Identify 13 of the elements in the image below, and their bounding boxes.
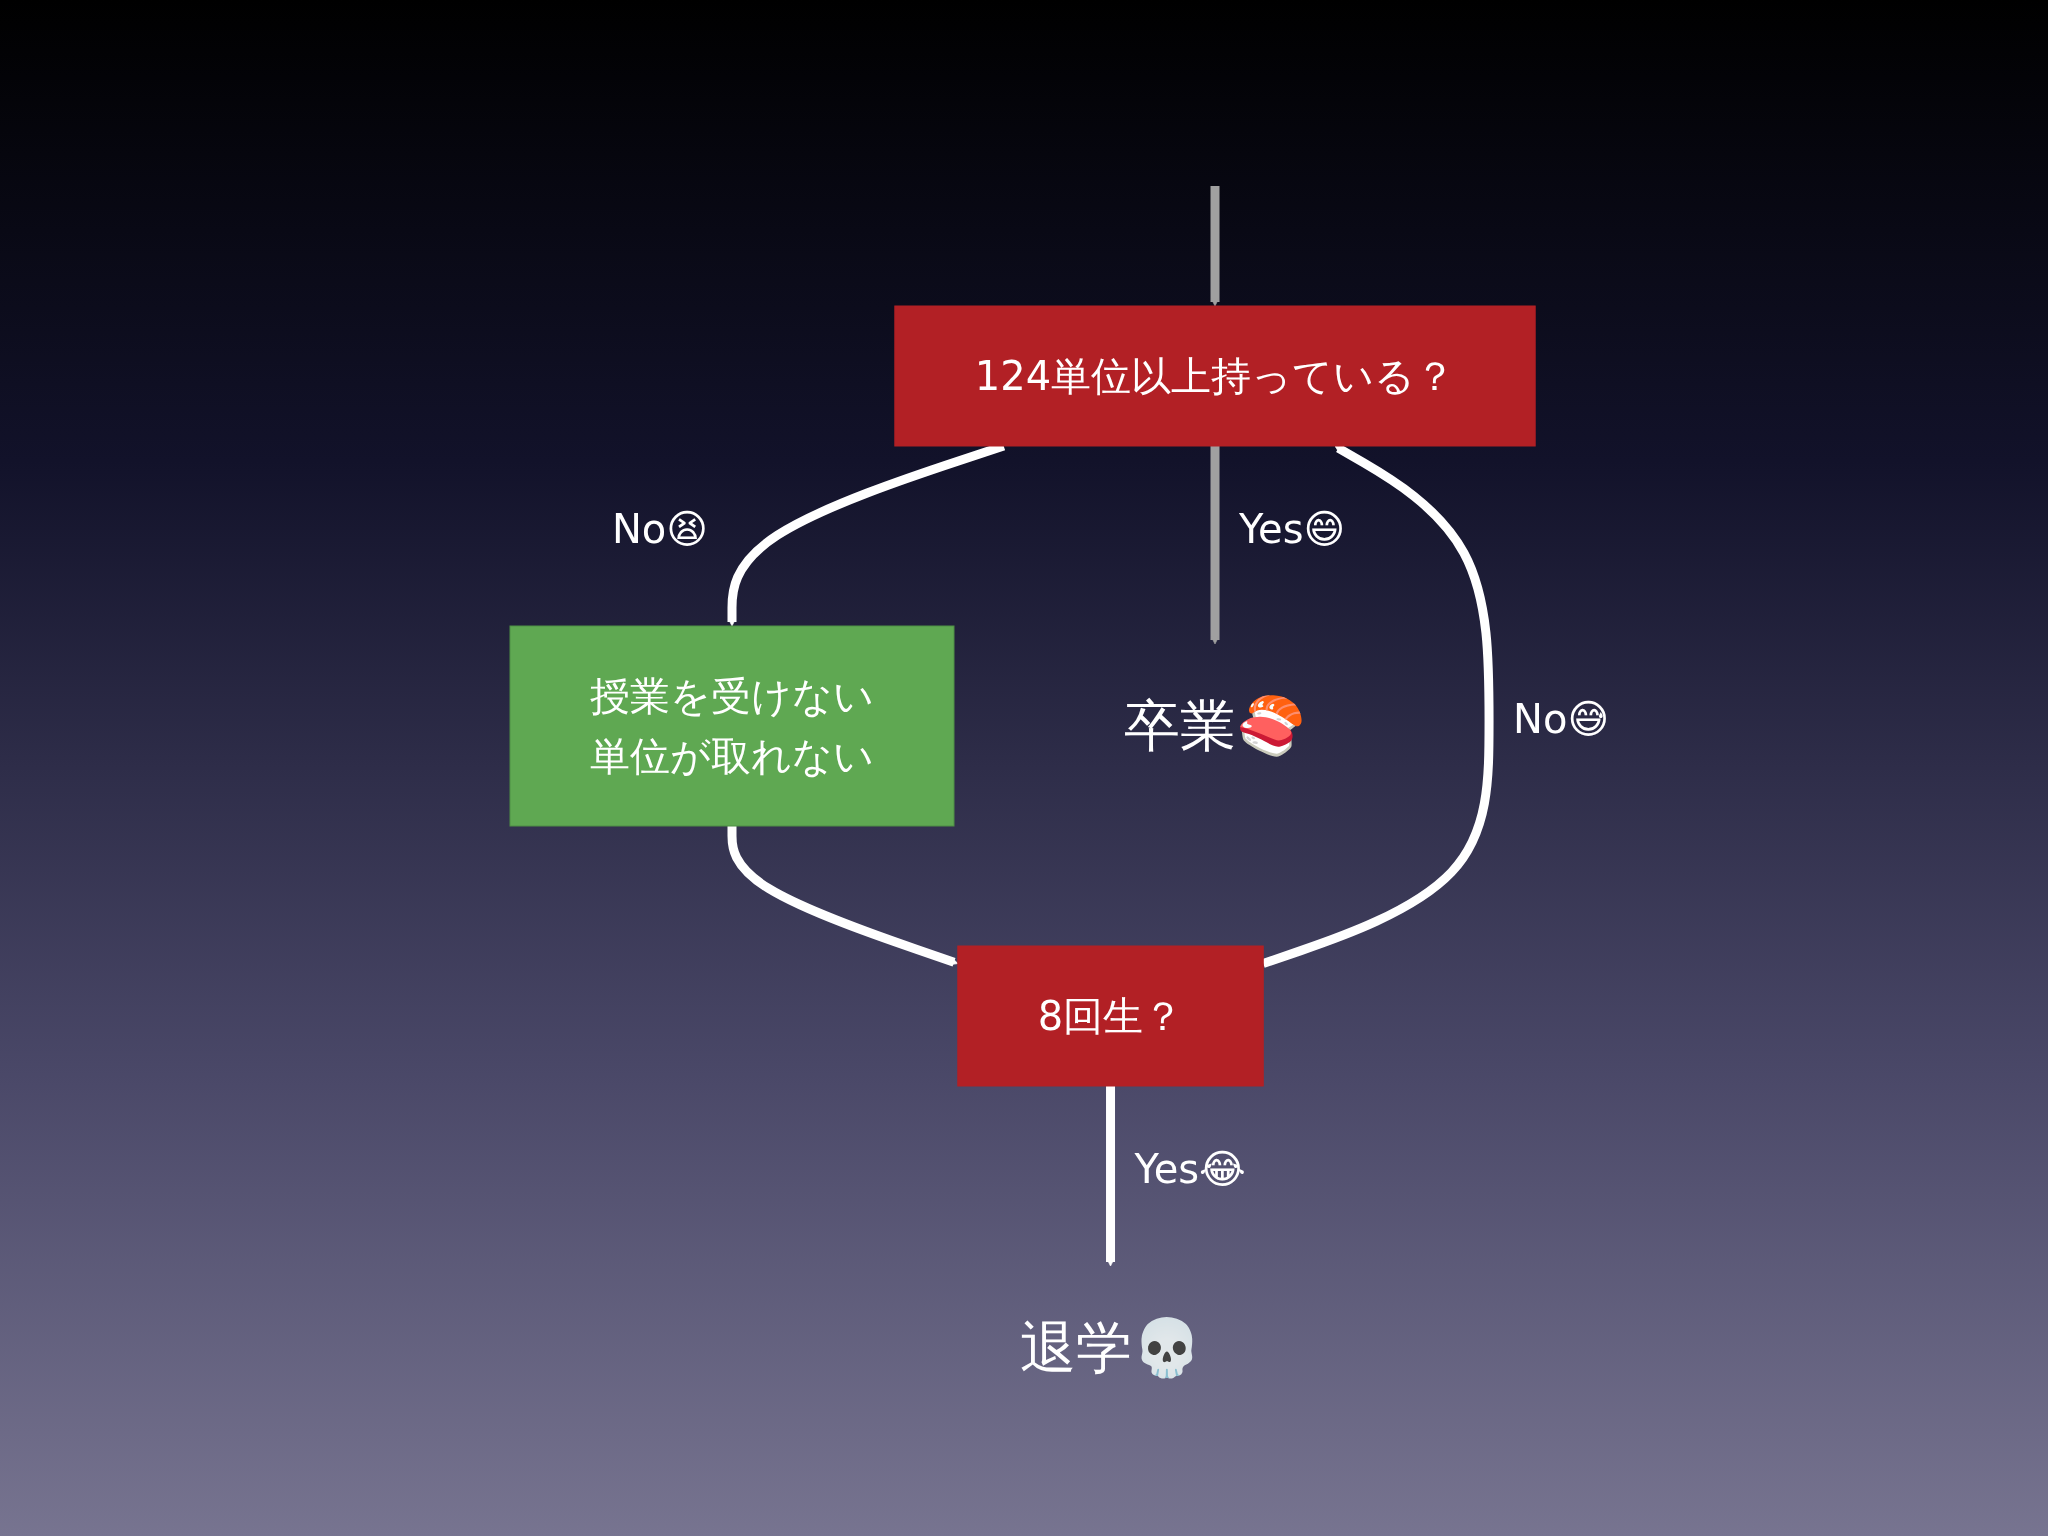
node-box: 8回生？: [957, 945, 1265, 1087]
node-box: 授業を受けない 単位が取れない: [509, 625, 955, 827]
node-text: 退学💀: [1019, 1315, 1202, 1380]
edge-label: Yes😄: [1239, 506, 1346, 552]
edge-label: No😅: [1513, 696, 1610, 742]
edge-label: No😫: [612, 506, 709, 552]
arrow: [1210, 446, 1220, 645]
edge-label: Yes😂: [1134, 1146, 1247, 1192]
node-text: 卒業🍣: [1124, 693, 1307, 758]
arrow: [727, 826, 959, 967]
arrow: [1210, 186, 1220, 307]
node-box: 124単位以上持っている？: [894, 305, 1537, 447]
arrow: [1106, 1086, 1116, 1267]
